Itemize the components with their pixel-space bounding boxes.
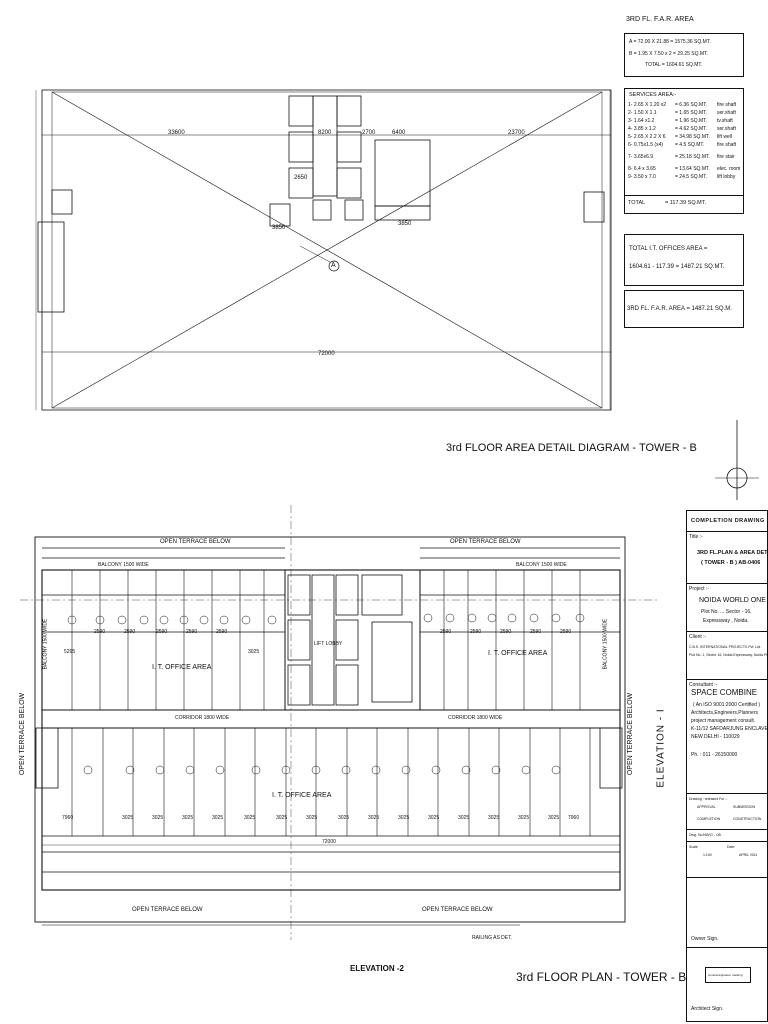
office-label: I. T. OFFICE AREA <box>152 664 212 671</box>
project-name: NOIDA WORLD ONE <box>699 597 766 604</box>
corridor-label: CORRIDOR 1800 WIDE <box>175 715 230 721</box>
balcony-label: BALCONY 1500 WIDE <box>516 562 567 568</box>
elevation-1-label: ELEVATION - I <box>655 708 667 788</box>
elevation-2-label: ELEVATION -2 <box>350 964 404 973</box>
drawing-title: 3RD FL.PLAN & AREA DET. <box>697 550 768 556</box>
office-label: I. T. OFFICE AREA <box>272 792 332 799</box>
terrace-side-right: OPEN TERRACE BELOW <box>627 692 635 776</box>
label-a: A <box>331 262 336 269</box>
stamp: Countersignature marking <box>708 973 743 977</box>
top-diagram-title: 3rd FLOOR AREA DETAIL DIAGRAM - TOWER - … <box>446 442 697 454</box>
balcony-side-right: BALCONY 1500 WIDE <box>602 618 609 670</box>
final-far-box: 3RD FL. F.A.R. AREA = 1487.21 SQ.M. <box>624 290 744 328</box>
scale-value: 1:100 <box>703 853 712 857</box>
it-area-box: TOTAL I.T. OFFICES AREA = 1604.61 - 117.… <box>624 234 744 286</box>
balcony-side-left: BALCONY 1500 WIDE <box>42 618 49 670</box>
left-stair <box>35 727 59 789</box>
left-projection <box>37 221 65 313</box>
lift-lobby-label: LIFT LOBBY <box>314 641 343 647</box>
check-submission: SUBMISSION <box>733 805 755 809</box>
check-completion: COMPLETION <box>697 817 721 821</box>
elec-room <box>374 139 431 207</box>
overall-dim: 72000 <box>322 839 336 845</box>
title-block: COMPLETION DRAWING Title :- 3RD FL.PLAN … <box>686 510 768 1022</box>
dim-label: 2700 <box>362 130 376 136</box>
dim-label: 2650 <box>294 175 308 181</box>
office-label: I. T. OFFICE AREA <box>488 650 548 657</box>
dim-label: 23700 <box>508 130 525 136</box>
dwg-no: NWO - 08 <box>703 832 721 837</box>
corridor-label: CORRIDOR 1800 WIDE <box>448 715 503 721</box>
far-heading: 3RD FL. F.A.R. AREA <box>626 16 694 23</box>
terrace-label: OPEN TERRACE BELOW <box>160 539 231 545</box>
railing-label: RAILING AS DET. <box>472 935 513 941</box>
dim-label: 8200 <box>318 130 332 136</box>
check-construction: CONSTRUCTION <box>733 817 762 821</box>
dim-label: 3850 <box>398 221 412 227</box>
date-value: APRIL 2011 <box>739 853 758 857</box>
far-box: A = 72.00 X 21.88 = 1575.36 SQ.MT. B = 1… <box>624 33 744 77</box>
top-building-outline <box>41 89 612 411</box>
right-stair <box>599 727 623 789</box>
firm-name: SPACE COMBINE <box>691 688 758 697</box>
services-box: SERVICES AREA:- 1- 2.65 X 1.20 x2 = 6.36… <box>624 88 744 214</box>
check-approval: APPROVAL <box>697 805 716 809</box>
balcony-label: BALCONY 1500 WIDE <box>98 562 149 568</box>
title-block-header: COMPLETION DRAWING <box>691 518 765 524</box>
terrace-side-left: OPEN TERRACE BELOW <box>19 692 27 776</box>
plan-outer-border <box>34 536 626 923</box>
dim-label: 3850 <box>272 225 286 231</box>
plan-title: 3rd FLOOR PLAN - TOWER - B <box>516 970 687 984</box>
dim-label: 72000 <box>318 351 335 357</box>
dim-label: 6400 <box>392 130 406 136</box>
terrace-label: OPEN TERRACE BELOW <box>450 539 521 545</box>
terrace-label: OPEN TERRACE BELOW <box>422 907 493 913</box>
dim-label: 33600 <box>168 130 185 136</box>
diagonal-line <box>51 91 603 409</box>
terrace-label: OPEN TERRACE BELOW <box>132 907 203 913</box>
